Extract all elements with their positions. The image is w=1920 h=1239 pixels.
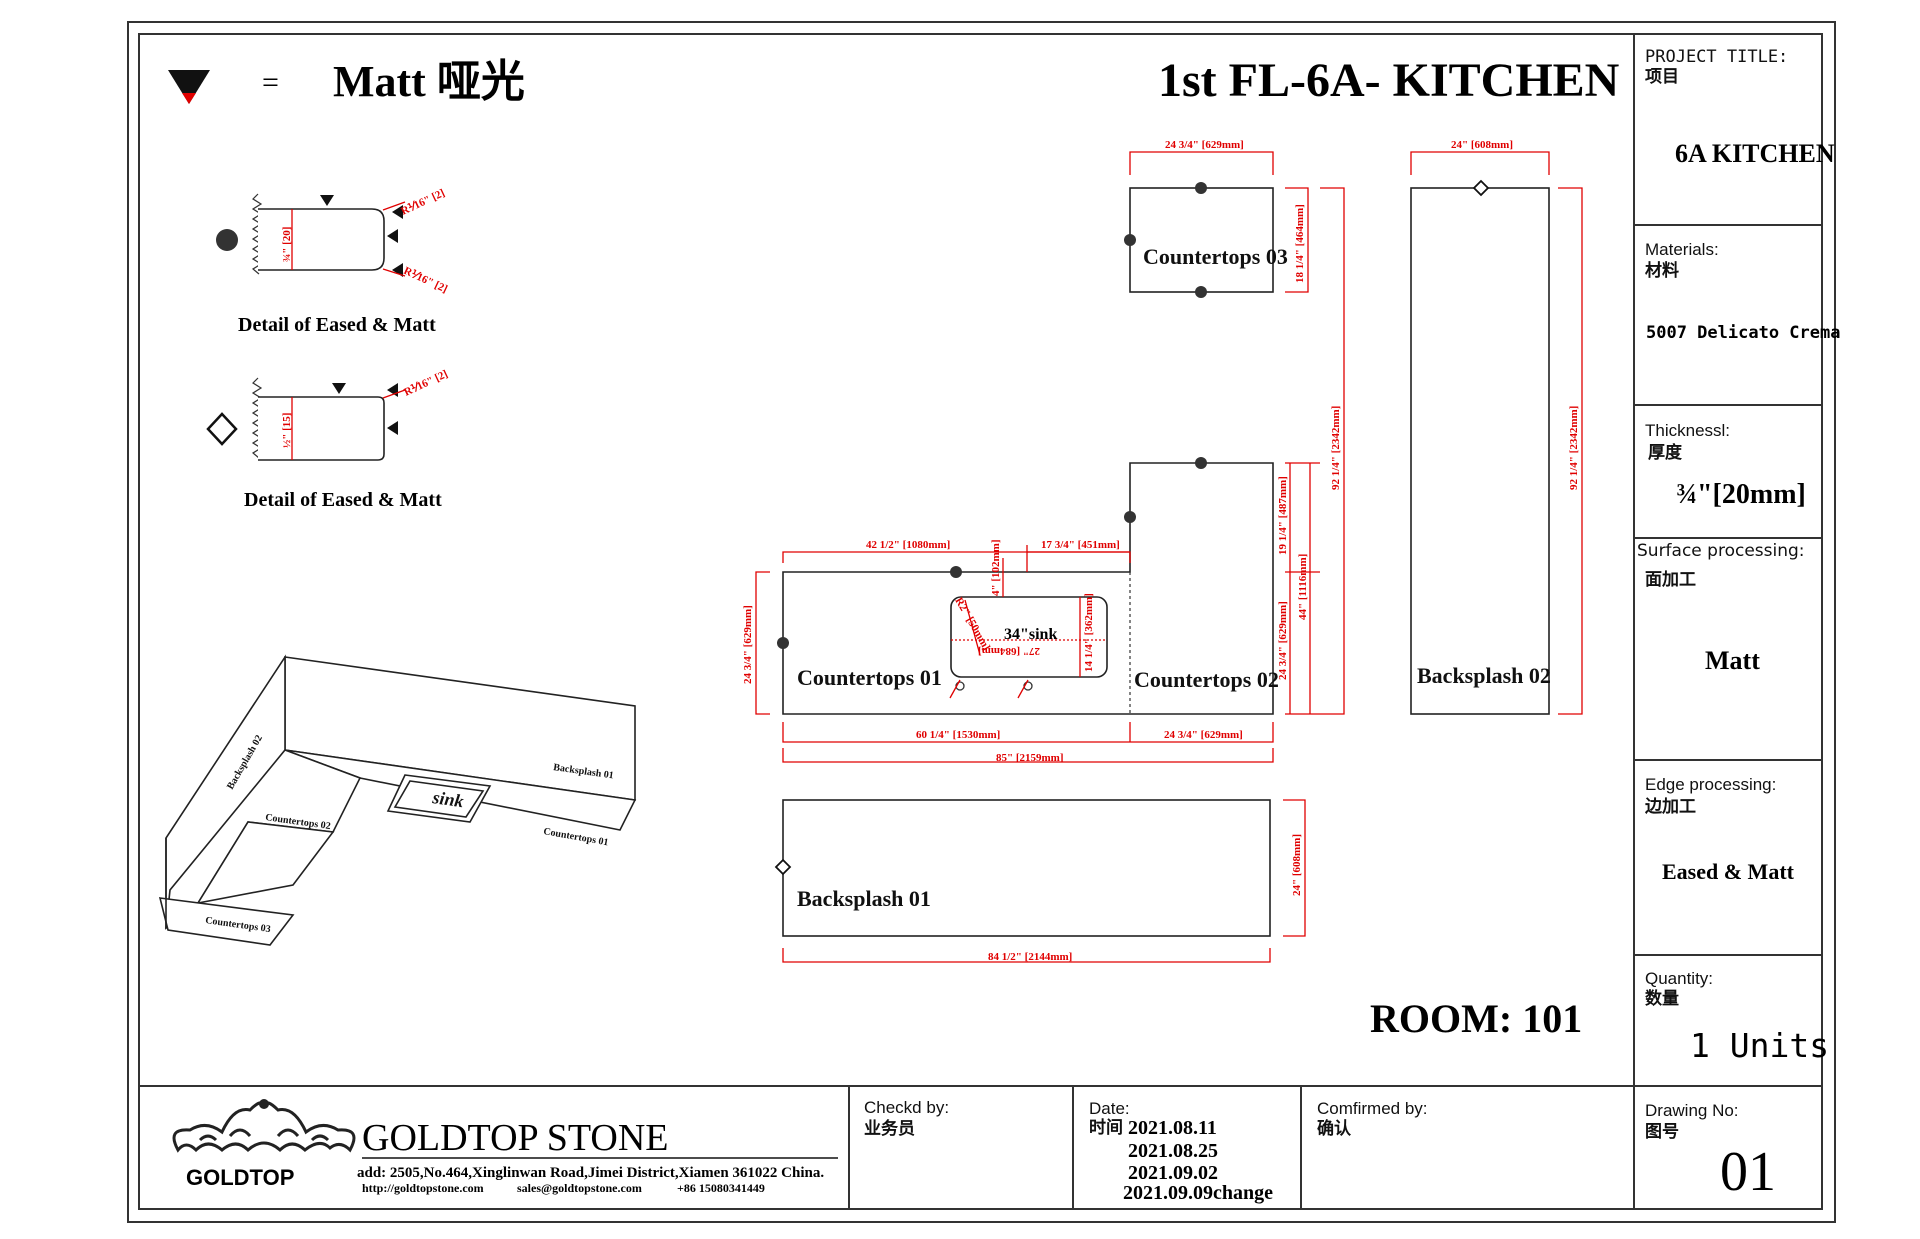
date-2: 2021.08.25 — [1128, 1140, 1218, 1162]
quantity-value: 1 Units — [1690, 1026, 1829, 1065]
dim-bs02-height: 92 1/4" [2342mm] — [1568, 406, 1580, 490]
project-title-label: PROJECT TITLE: — [1645, 47, 1788, 67]
backsplash-02 — [1410, 187, 1550, 715]
drawing-no-label: Drawing No: — [1645, 1101, 1739, 1120]
dim-ct03-width: 24 3/4" [629mm] — [1165, 139, 1244, 151]
matt-triangle-icon — [168, 70, 210, 104]
detail1-marker-icon — [216, 229, 238, 251]
matt-legend: = Matt 哑光 — [168, 57, 525, 106]
detail2-caption: Detail of Eased & Matt — [244, 489, 442, 511]
countertops-01-label: Countertops 01 — [797, 665, 942, 690]
date-1: 2021.08.11 — [1128, 1117, 1217, 1139]
confirmed-by-label: Comfirmed by: — [1317, 1099, 1428, 1118]
project-title-cn: 项目 — [1645, 67, 1679, 86]
logo-text: GOLDTOP — [186, 1165, 294, 1190]
drawing-no-cn: 图号 — [1645, 1122, 1679, 1141]
edge-value: Eased & Matt — [1662, 859, 1795, 884]
company-email: sales@goldtopstone.com — [517, 1181, 642, 1195]
materials-value: 5007 Delicato Crema — [1646, 323, 1840, 343]
confirmed-by-cn: 确认 — [1317, 1118, 1352, 1138]
backsplash-02-label: Backsplash 02 — [1417, 663, 1551, 688]
dim-bs01-height: 24" [608mm] — [1291, 834, 1303, 896]
checked-by-label: Checkd by: — [864, 1098, 949, 1117]
project-title: 6A KITCHEN — [1675, 139, 1835, 168]
detail1-radius-top: R⅟16" [2] — [399, 187, 447, 218]
company-phone: +86 15080341449 — [677, 1181, 765, 1195]
dim-sink-offset: 4" [102mm] — [990, 539, 1002, 596]
quantity-cn: 数量 — [1645, 988, 1679, 1008]
dim-ct01-depth: 24 3/4" [629mm] — [742, 605, 754, 684]
date-3: 2021.09.02 — [1128, 1162, 1218, 1184]
dim-sink-width: 27" [684mm] — [978, 645, 1040, 657]
drawing-no-value: 01 — [1720, 1141, 1776, 1203]
surface-label: Surface processing: — [1637, 541, 1805, 561]
dim-ct01-bottom: 60 1/4" [1530mm] — [916, 729, 1000, 741]
legend-equals: = — [262, 66, 279, 99]
company-name: GOLDTOP STONE — [362, 1117, 669, 1159]
edge-cn: 边加工 — [1644, 797, 1696, 816]
dim-ct02-lower: 24 3/4" [629mm] — [1277, 601, 1289, 680]
date-label: Date: — [1089, 1099, 1130, 1118]
detail2-radius-top: R⅟16" [2] — [402, 368, 450, 399]
detail1-radius-bottom: R⅟16" [2] — [402, 265, 450, 296]
iso-sink: sink — [430, 787, 465, 811]
detail-eased-matt-20: ¾" [20] R⅟16" [2] R⅟16" [2] Detail of Ea… — [216, 187, 449, 336]
isometric-view — [158, 654, 637, 946]
date-4: 2021.09.09change — [1123, 1182, 1273, 1204]
thickness-label: Thicknessl: — [1645, 421, 1730, 440]
company-website: http://goldtopstone.com — [362, 1181, 484, 1195]
dim-ct01-left: 42 1/2" [1080mm] — [866, 539, 950, 551]
room-number: ROOM: 101 — [1370, 996, 1582, 1041]
title-block: PROJECT TITLE: 项目 6A KITCHEN Materials: … — [1637, 47, 1840, 1203]
drawing-title: 1st FL-6A- KITCHEN — [1158, 54, 1620, 107]
sink-label: 34"sink — [1004, 626, 1057, 643]
quantity-label: Quantity: — [1645, 969, 1713, 988]
dim-overall: 85" [2159mm] — [996, 752, 1064, 764]
dim-ct03-depth: 18 1/4" [464mm] — [1294, 204, 1306, 283]
backsplash-01 — [782, 799, 1271, 937]
thickness-cn: 厚度 — [1648, 442, 1683, 462]
dim-ct02-upper: 19 1/4" [487mm] — [1277, 476, 1289, 555]
edge-label: Edge processing: — [1645, 775, 1776, 794]
dim-ct02-total: 92 1/4" [2342mm] — [1330, 406, 1342, 490]
outer-frame — [127, 21, 1836, 1223]
dimension-labels: 24 3/4" [629mm] 18 1/4" [464mm] 24" [608… — [742, 139, 1580, 963]
dim-ct01-right: 17 3/4" [451mm] — [1041, 539, 1120, 551]
inner-frame — [138, 33, 1823, 1210]
detail2-diamond-icon — [206, 412, 238, 446]
iso-countertops-01: Countertops 01 — [542, 826, 609, 848]
materials-cn: 材料 — [1645, 260, 1679, 280]
legend-finish-label: Matt 哑光 — [333, 57, 525, 106]
countertops-03 — [1129, 187, 1274, 293]
surface-cn: 面加工 — [1645, 570, 1696, 589]
dim-ct02-bottom: 24 3/4" [629mm] — [1164, 729, 1243, 741]
company-logo: GOLDTOP — [172, 1099, 356, 1190]
backsplash-01-label: Backsplash 01 — [797, 886, 931, 911]
thickness-value: ¾"[20mm] — [1676, 479, 1806, 510]
checked-by-cn: 业务员 — [864, 1118, 915, 1138]
detail-eased-matt-15: ½" [15] R⅟16" [2] Detail of Eased & Matt — [206, 368, 450, 511]
detail1-thickness-dim: ¾" [20] — [281, 227, 293, 262]
dim-sink-depth: 14 1/4" [362mm] — [1083, 593, 1095, 672]
countertops-03-label: Countertops 03 — [1143, 244, 1288, 269]
dimension-lines — [755, 151, 1583, 963]
date-cn: 时间 — [1089, 1117, 1123, 1137]
materials-label: Materials: — [1645, 240, 1719, 259]
dim-ct02-combined: 44" [1116mm] — [1297, 554, 1309, 620]
company-address: add: 2505,No.464,Xinglinwan Road,Jimei D… — [357, 1165, 824, 1181]
surface-value: Matt — [1705, 646, 1760, 675]
dim-bs01-width: 84 1/2" [2144mm] — [988, 951, 1072, 963]
detail2-thickness-dim: ½" [15] — [281, 413, 293, 448]
detail1-caption: Detail of Eased & Matt — [238, 314, 436, 336]
countertops-02-label: Countertops 02 — [1134, 667, 1279, 692]
dim-bs02-width: 24" [608mm] — [1451, 139, 1513, 151]
sink-cutout — [950, 596, 1108, 678]
